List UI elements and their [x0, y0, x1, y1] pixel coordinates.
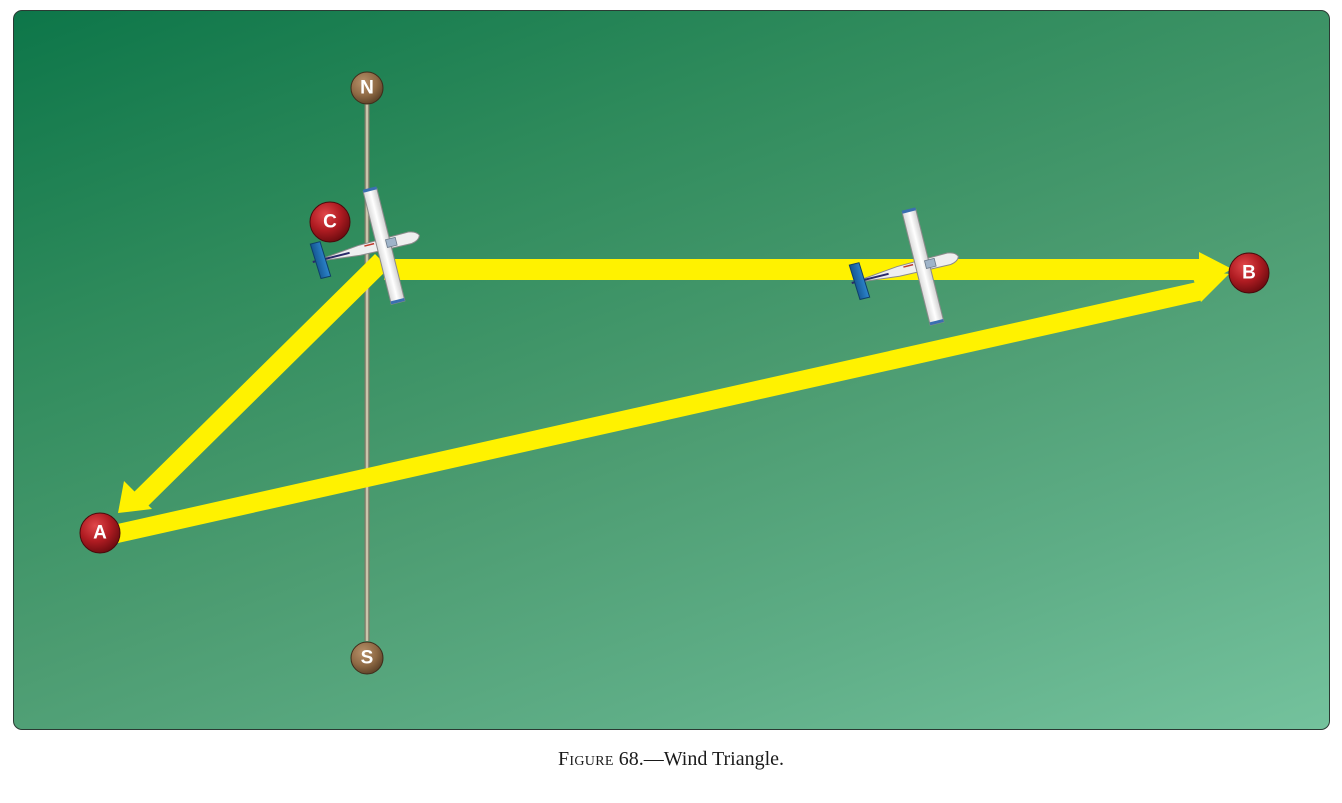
airplane-icon — [309, 186, 420, 305]
north-marker: N — [350, 71, 384, 105]
point-a-label: A — [93, 523, 107, 544]
vector-c-to-a — [132, 254, 389, 508]
figure-caption-text: 68.—Wind Triangle. — [613, 748, 784, 770]
north-label: N — [360, 78, 374, 99]
vector-c-to-a-arrowhead — [118, 481, 152, 513]
diagram-frame: N S C B A — [13, 10, 1330, 730]
point-c-label: C — [323, 212, 337, 233]
point-b-marker: B — [1228, 252, 1270, 294]
figure-caption-word: Figure — [557, 748, 614, 770]
figure-caption: Figure 68.—Wind Triangle. — [0, 748, 1342, 771]
south-marker: S — [350, 641, 384, 675]
point-a-marker: A — [79, 512, 121, 554]
point-b-label: B — [1242, 263, 1256, 284]
wind-triangle-diagram: N S C B A — [79, 71, 1270, 675]
south-label: S — [361, 648, 374, 669]
point-c-marker: C — [309, 201, 351, 243]
vector-a-to-b-arrowhead — [1190, 269, 1229, 302]
vector-a-to-b — [113, 282, 1203, 543]
airplane-icon — [848, 207, 959, 326]
vector-c-to-b — [384, 259, 1209, 280]
